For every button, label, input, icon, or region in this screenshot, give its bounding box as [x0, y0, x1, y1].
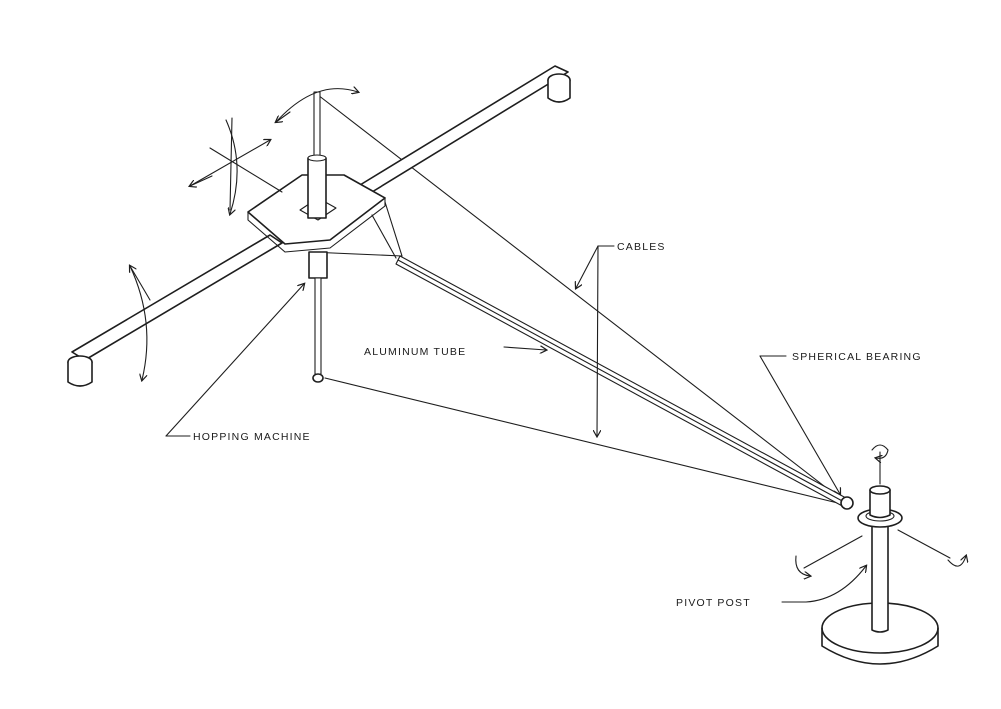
aluminum-tube [395, 255, 847, 509]
boom-arm-right [359, 65, 569, 193]
pivot-post-callout: PIVOT POST [676, 566, 866, 609]
pitch-arrow [225, 119, 238, 214]
cables [317, 94, 847, 506]
hopping-machine-label: HOPPING MACHINE [193, 431, 311, 443]
aluminum-tube-callout: ALUMINUM TUBE [364, 346, 546, 358]
aluminum-tube-label: ALUMINUM TUBE [364, 346, 466, 358]
pivot-post-label: PIVOT POST [676, 597, 751, 609]
upper-cable [317, 94, 847, 504]
boom-arm-left [71, 234, 283, 361]
yaw-arrow [275, 89, 358, 123]
boom-end-pad-left [67, 355, 93, 387]
spherical-bearing [840, 496, 854, 510]
boom-pitch-arrow [129, 265, 148, 380]
pivot-rotation-arrows [795, 444, 966, 576]
roll-arrow [189, 140, 270, 187]
lower-cable [324, 377, 847, 506]
pivot-post [821, 485, 939, 665]
spherical-bearing-callout: SPHERICAL BEARING [759, 351, 922, 494]
spherical-bearing-label: SPHERICAL BEARING [792, 351, 922, 363]
cables-callout: CABLES [576, 241, 666, 436]
hopping-machine-callout: HOPPING MACHINE [165, 284, 311, 443]
boom-end-pad-right [547, 73, 571, 103]
cables-label: CABLES [617, 241, 666, 253]
hopper-rotation-arrows [130, 89, 358, 380]
